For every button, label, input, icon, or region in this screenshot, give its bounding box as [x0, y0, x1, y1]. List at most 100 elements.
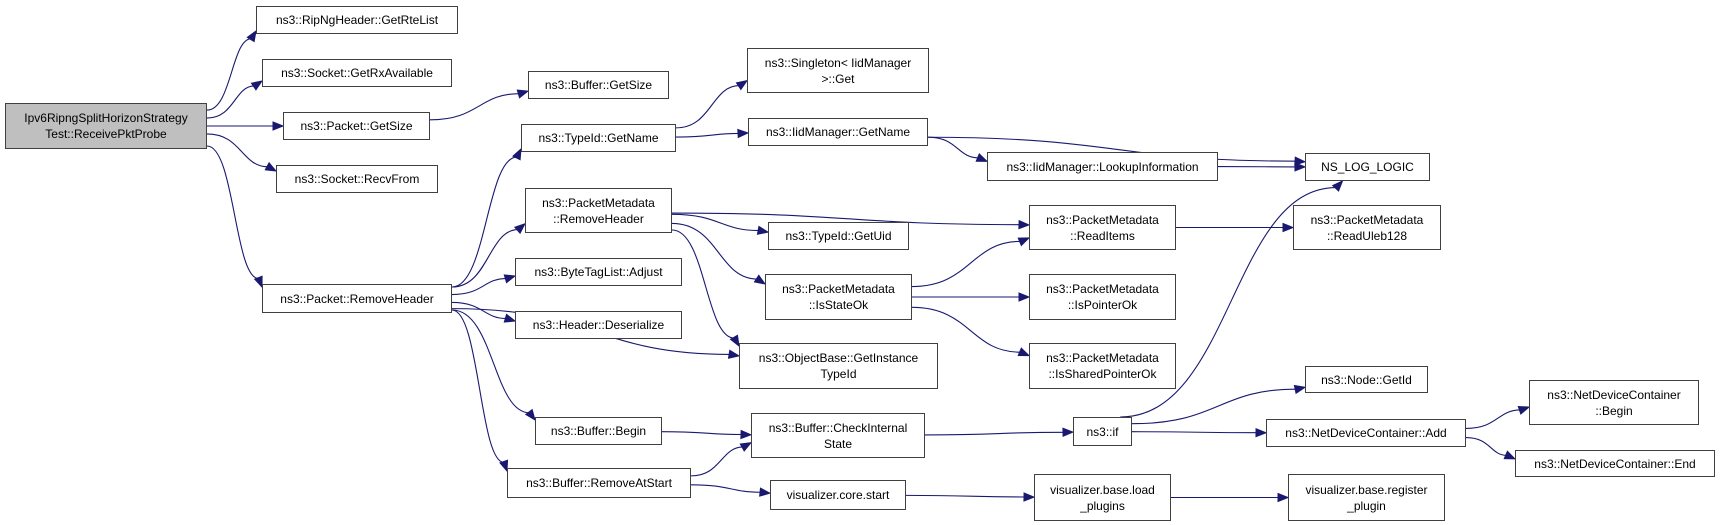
node-packetmetadata-removeheader[interactable]: ns3::PacketMetadata ::RemoveHeader: [525, 188, 672, 233]
node-netdevicecontainer-add[interactable]: ns3::NetDeviceContainer::Add: [1266, 419, 1466, 447]
edge-root-to-socket_recvfrom: [206, 133, 269, 168]
edge-visualizer_core_start-to-visualizer_base_load_plugins: [905, 494, 1026, 498]
node-typeid-getname[interactable]: ns3::TypeId::GetName: [521, 124, 676, 152]
arrowhead-icon: [253, 275, 263, 289]
arrowhead-icon: [1503, 450, 1517, 460]
arrowhead-icon: [524, 408, 536, 422]
node-packetmetadata-readuleb128[interactable]: ns3::PacketMetadata ::ReadUleb128: [1293, 205, 1441, 250]
arrowhead-icon: [513, 222, 527, 235]
edge-root-to-packet_removeheader: [206, 145, 259, 280]
edge-buffer_begin-to-buffer_checkinternalstate: [661, 431, 743, 436]
arrowhead-icon: [753, 274, 767, 285]
node-ns-log-logic[interactable]: NS_LOG_LOGIC: [1305, 153, 1430, 181]
node-packetmetadata-ispointerok[interactable]: ns3::PacketMetadata ::IsPointerOk: [1029, 274, 1176, 320]
edge-buffer_checkinternalstate-to-ns3_if: [924, 431, 1065, 436]
arrowhead-icon: [499, 459, 509, 473]
arrowhead-icon: [729, 334, 740, 348]
arrowhead-icon: [503, 274, 517, 284]
node-header-deserialize[interactable]: ns3::Header::Deserialize: [515, 311, 682, 339]
edge-pm_isstateok-to-pm_issharedpointerok: [911, 306, 1021, 353]
arrowhead-icon: [503, 313, 517, 323]
node-objectbase-getinstancetypeid[interactable]: ns3::ObjectBase::GetInstance TypeId: [739, 343, 938, 389]
arrowhead-icon: [264, 161, 278, 172]
edge-packet_getsize-to-buffer_getsize: [429, 93, 520, 121]
node-visualizer-core-start[interactable]: visualizer.core.start: [770, 480, 906, 510]
arrowhead-icon: [975, 152, 989, 162]
node-node-getid[interactable]: ns3::Node::GetId: [1305, 366, 1428, 393]
node-packet-removeheader[interactable]: ns3::Packet::RemoveHeader: [262, 284, 452, 313]
node-socket-getrxavailable[interactable]: ns3::Socket::GetRxAvailable: [262, 59, 452, 87]
arrowhead-icon: [756, 225, 770, 235]
node-iidmanager-lookupinformation[interactable]: ns3::IidManager::LookupInformation: [987, 152, 1218, 181]
edge-pm_removeheader-to-pm_isstateok: [671, 222, 758, 280]
arrowhead-icon: [1255, 427, 1268, 438]
edge-ns3_if-to-node_getid: [1131, 388, 1297, 425]
arrowhead-icon: [1018, 292, 1031, 302]
arrowhead-icon: [1023, 492, 1036, 502]
edge-packet_removeheader-to-header_deserialize: [451, 301, 507, 320]
node-packetmetadata-isstateok[interactable]: ns3::PacketMetadata ::IsStateOk: [765, 274, 912, 320]
arrowhead-icon: [1293, 384, 1307, 395]
node-iidmanager-getname[interactable]: ns3::IidManager::GetName: [748, 118, 928, 146]
arrowhead-icon: [512, 147, 522, 161]
node-buffer-checkinternalstate[interactable]: ns3::Buffer::CheckInternal State: [751, 413, 925, 458]
arrowhead-icon: [1017, 347, 1031, 357]
arrowhead-icon: [246, 29, 257, 43]
edge-pm_isstateok-to-pm_readitems: [911, 240, 1021, 288]
arrowhead-icon: [740, 429, 753, 440]
arrowhead-icon: [1062, 427, 1075, 438]
arrowhead-icon: [1331, 180, 1344, 192]
node-packet-getsize[interactable]: ns3::Packet::GetSize: [283, 112, 430, 140]
edge-packet_removeheader-to-typeid_getname: [451, 156, 518, 288]
node-buffer-getsize[interactable]: ns3::Buffer::GetSize: [528, 71, 669, 99]
node-ns3-if[interactable]: ns3::if: [1073, 417, 1132, 446]
edge-buffer_removeatstart-to-visualizer_core_start: [690, 484, 762, 493]
arrowhead-icon: [739, 441, 753, 452]
edge-ns3_if-to-netdevicecontainer_add: [1131, 431, 1258, 434]
edge-typeid_getname-to-singleton_get: [675, 85, 740, 129]
arrowhead-icon: [1294, 162, 1307, 172]
edge-packet_removeheader-to-buffer_begin: [451, 309, 530, 414]
node-netdevicecontainer-end[interactable]: ns3::NetDeviceContainer::End: [1515, 450, 1715, 477]
arrowhead-icon: [516, 89, 530, 99]
edge-iidmanager_getname-to-ns_log_logic: [927, 136, 1297, 162]
edge-ns3_if-to-ns_log_logic: [1120, 187, 1337, 418]
node-packetmetadata-issharedpointerok[interactable]: ns3::PacketMetadata ::IsSharedPointerOk: [1029, 343, 1176, 389]
edge-netdevicecontainer_add-to-netdevicecontainer_end: [1465, 437, 1507, 456]
node-bytetaglist-adjust[interactable]: ns3::ByteTagList::Adjust: [515, 258, 682, 286]
edge-root-to-ripng_getrtelist: [206, 38, 252, 111]
edge-pm_removeheader-to-pm_readitems: [671, 212, 1021, 226]
arrowhead-icon: [737, 128, 750, 139]
arrowhead-icon: [250, 80, 264, 91]
arrowhead-icon: [759, 487, 772, 497]
node-singleton-iidmanager-get[interactable]: ns3::Singleton< IidManager >::Get: [747, 48, 929, 93]
arrowhead-icon: [1294, 156, 1307, 166]
node-visualizer-base-load-plugins[interactable]: visualizer.base.load _plugins: [1034, 474, 1171, 521]
edge-root-to-socket_getrxavailable: [206, 85, 255, 119]
edge-pm_removeheader-to-typeid_getuid: [671, 213, 760, 232]
arrowhead-icon: [1017, 237, 1031, 247]
node-packetmetadata-readitems[interactable]: ns3::PacketMetadata ::ReadItems: [1029, 205, 1176, 250]
arrowhead-icon: [727, 349, 741, 359]
arrowhead-icon: [1282, 222, 1295, 233]
edge-iidmanager_getname-to-iidmanager_lookupinformation: [927, 136, 979, 159]
node-visualizer-base-register-plugin[interactable]: visualizer.base.register _plugin: [1288, 474, 1445, 521]
node-socket-recvfrom[interactable]: ns3::Socket::RecvFrom: [276, 165, 438, 193]
node-typeid-getuid[interactable]: ns3::TypeId::GetUid: [768, 222, 909, 250]
node-ripngheader-getrtelist[interactable]: ns3::RipNgHeader::GetRteList: [256, 6, 458, 34]
node-buffer-removeatstart[interactable]: ns3::Buffer::RemoveAtStart: [507, 468, 691, 498]
arrowhead-icon: [1018, 219, 1031, 230]
node-buffer-begin[interactable]: ns3::Buffer::Begin: [535, 417, 662, 445]
arrowhead-icon: [1517, 405, 1531, 415]
edge-netdevicecontainer_add-to-netdevicecontainer_begin: [1465, 409, 1521, 429]
edge-buffer_removeatstart-to-buffer_checkinternalstate: [690, 446, 744, 477]
edge-pm_removeheader-to-objectbase_getinstancetypeid: [671, 229, 735, 339]
arrowhead-icon: [272, 121, 285, 131]
edge-typeid_getname-to-iidmanager_getname: [675, 132, 740, 138]
edge-packet_removeheader-to-pm_removeheader: [451, 229, 519, 288]
edge-packet_removeheader-to-buffer_removeatstart: [451, 309, 505, 464]
edge-packet_removeheader-to-bytetaglist_adjust: [451, 277, 507, 296]
node-netdevicecontainer-begin[interactable]: ns3::NetDeviceContainer ::Begin: [1529, 380, 1699, 425]
